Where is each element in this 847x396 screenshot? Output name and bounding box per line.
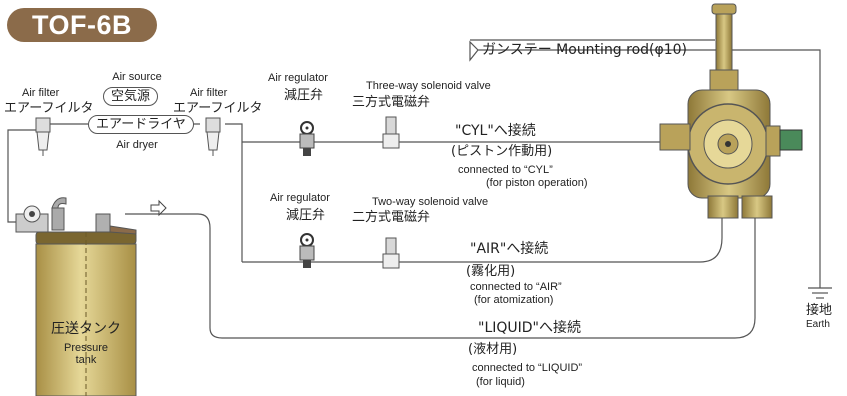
spray-gun-icon bbox=[659, 3, 803, 219]
cyl-jp-sub-label: (ピストン作動用) bbox=[451, 144, 553, 159]
pipe-liquid bbox=[125, 210, 756, 339]
liquid-en-label: connected to “LIQUID” bbox=[472, 362, 583, 374]
air-en-label: connected to “AIR” bbox=[470, 281, 562, 293]
air-filter-right-jp-label: エアーフイルタ bbox=[173, 101, 263, 116]
three-way-jp-label: 三方式電磁弁 bbox=[352, 95, 431, 110]
liquid-jp-label: "LIQUID"へ接続 bbox=[478, 320, 581, 336]
air-filter-left-jp-label: エアーフイルタ bbox=[4, 101, 94, 116]
regulator-top-jp-label: 減圧弁 bbox=[284, 88, 324, 103]
pipe-air-rise bbox=[699, 208, 723, 263]
pressure-tank-label: 圧送タンク Pressure tank bbox=[38, 318, 134, 366]
earth-symbol bbox=[808, 287, 832, 299]
pressure-tank-icon bbox=[15, 197, 137, 396]
regulator-top-en-label: Air regulator bbox=[268, 72, 328, 84]
air-filter-right-icon bbox=[205, 117, 221, 156]
pipe-mounting-rod bbox=[469, 40, 821, 288]
air-en-sub-label: (for atomization) bbox=[474, 294, 554, 306]
air-filter-left-icon bbox=[35, 117, 51, 156]
cyl-en-label: connected to “CYL” bbox=[458, 164, 553, 176]
tank-en-label-2: tank bbox=[75, 354, 97, 366]
two-way-solenoid-valve-icon bbox=[382, 237, 400, 269]
model-badge: TOF-6B bbox=[7, 8, 157, 42]
regulator-bottom-jp-label: 減圧弁 bbox=[286, 208, 326, 223]
air-regulator-top-icon bbox=[299, 121, 315, 156]
air-dryer-jp-label: エアードライヤ bbox=[88, 115, 194, 134]
air-jp-label: "AIR"へ接続 bbox=[470, 241, 549, 257]
three-way-solenoid-valve-icon bbox=[382, 116, 400, 149]
air-source-en-label: Air source bbox=[112, 71, 162, 83]
air-source-jp-label: 空気源 bbox=[103, 87, 159, 106]
air-filter-left-en-label: Air filter bbox=[22, 87, 60, 99]
mounting-rod-label: ガンステー Mounting rod(φ10) bbox=[482, 42, 688, 58]
cyl-en-sub-label: (for piston operation) bbox=[486, 177, 588, 189]
air-filter-right-en-label: Air filter bbox=[190, 87, 228, 99]
liquid-en-sub-label: (for liquid) bbox=[476, 376, 525, 388]
liquid-jp-sub-label: (液材用) bbox=[468, 342, 518, 357]
air-dryer-en-label: Air dryer bbox=[116, 139, 158, 151]
cyl-jp-label: "CYL"へ接続 bbox=[455, 123, 536, 139]
regulator-bottom-en-label: Air regulator bbox=[270, 192, 330, 204]
air-regulator-bottom-icon bbox=[299, 233, 315, 268]
earth-jp-label: 接地 bbox=[806, 303, 833, 318]
arrow-icon bbox=[150, 199, 167, 217]
two-way-jp-label: 二方式電磁弁 bbox=[352, 210, 431, 225]
three-way-en-label: Three-way solenoid valve bbox=[366, 80, 491, 92]
two-way-en-label: Two-way solenoid valve bbox=[372, 196, 489, 208]
pipe-to-regulators bbox=[225, 123, 243, 262]
air-jp-sub-label: (霧化用) bbox=[466, 264, 516, 279]
earth-en-label: Earth bbox=[806, 319, 830, 330]
tank-en-label-1: Pressure bbox=[63, 342, 109, 354]
tank-jp-label: 圧送タンク bbox=[51, 321, 121, 337]
